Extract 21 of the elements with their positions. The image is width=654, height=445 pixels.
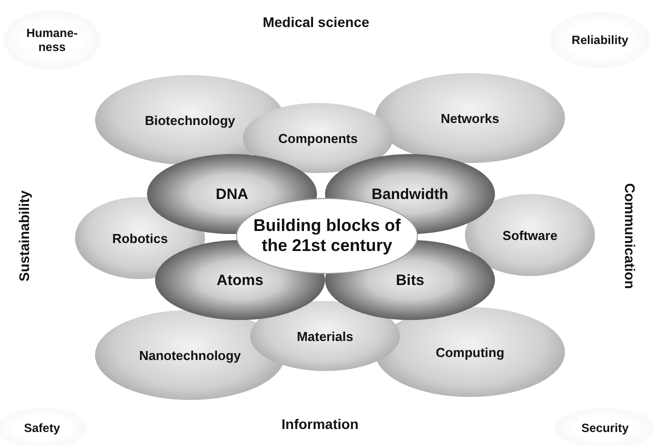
node-label: Safety (24, 421, 60, 435)
node-label: Materials (296, 328, 354, 344)
node-label: Components (278, 130, 358, 146)
node-label: Bandwidth (372, 186, 448, 202)
node-label: Robotics (112, 230, 168, 246)
node-label: Humane- ness (25, 26, 79, 54)
node-label: Networks (440, 110, 500, 126)
node-label: DNA (216, 186, 248, 202)
node-label: Security (581, 421, 629, 435)
node-label: Nanotechnology (139, 348, 241, 362)
node-label: Software (502, 228, 558, 242)
node-label: Building blocks of the 21st century (252, 216, 402, 256)
node-label: Reliability (572, 33, 628, 47)
axis-label: Information (282, 416, 358, 432)
axis-label: Medical science (262, 14, 370, 30)
node-label: Biotechnology (144, 112, 236, 128)
axis-label: Sustainability (16, 190, 32, 282)
axis-label: Communication (622, 183, 638, 289)
node-label: Atoms (216, 272, 264, 288)
node-label: Bits (396, 272, 424, 288)
node-label: Computing (436, 344, 504, 360)
